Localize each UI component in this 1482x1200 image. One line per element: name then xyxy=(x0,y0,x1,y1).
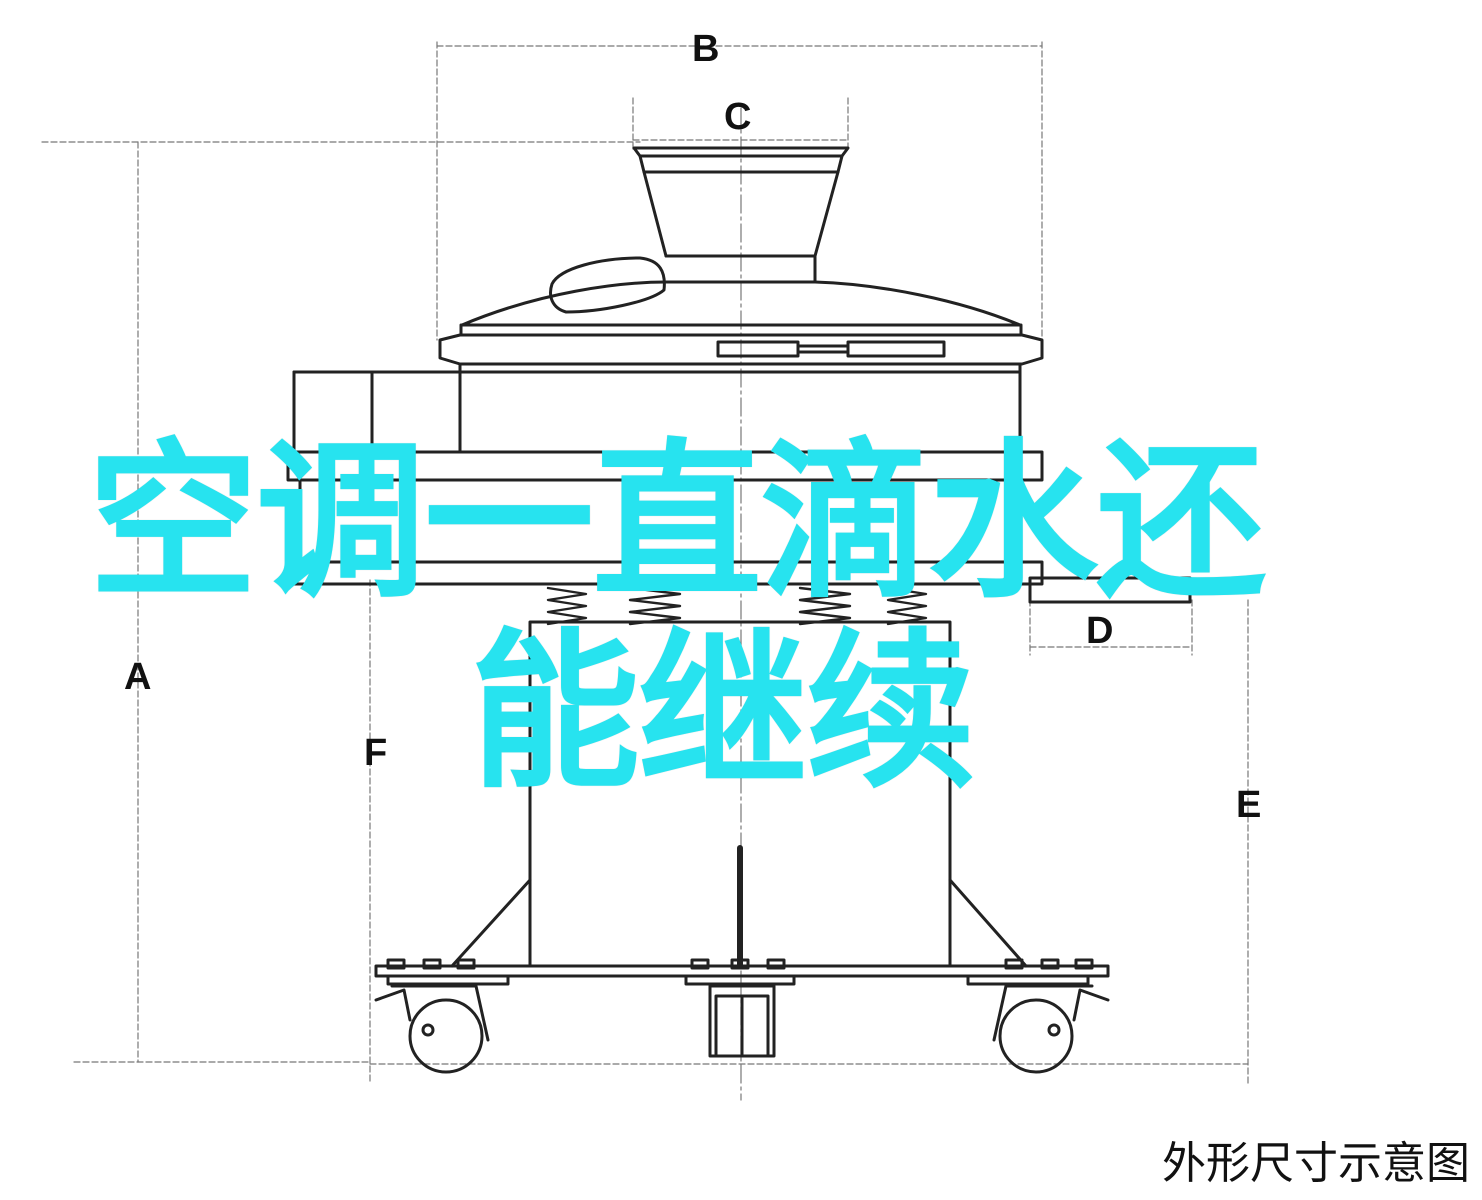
dimension-label-a: A xyxy=(124,656,152,698)
caster-wheel-icon xyxy=(992,984,1110,1074)
caster-wheel-icon xyxy=(374,984,490,1074)
screen-frame xyxy=(286,362,1192,604)
dimension-label-b: B xyxy=(692,28,720,70)
caster-wheel-icon xyxy=(708,984,776,1058)
base-plate xyxy=(374,958,1110,986)
spring-coil-icon xyxy=(546,586,928,626)
diagram-caption: 外形尺寸示意图 xyxy=(1162,1138,1470,1189)
dimension-label-e: E xyxy=(1236,784,1262,826)
dimension-label-d: D xyxy=(1086,610,1114,652)
dimension-label-c: C xyxy=(724,96,752,138)
top-flange xyxy=(438,333,1044,366)
overlay-title-line-1: 空调一直滴水还 xyxy=(88,424,1266,622)
dimension-label-f: F xyxy=(364,732,388,774)
overlay-title-line-2: 能继续 xyxy=(470,614,976,812)
